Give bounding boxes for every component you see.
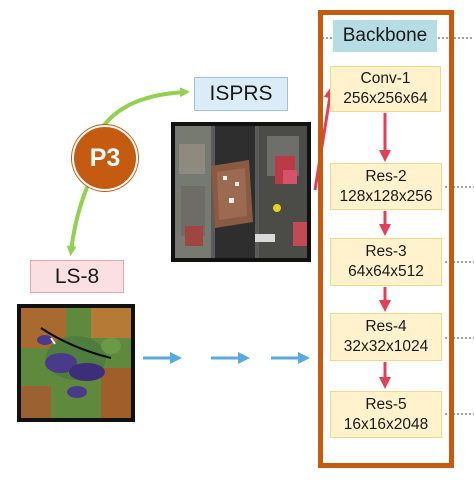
satellite-image-icon [21,308,131,418]
layer-shape: 16x16x2048 [343,415,429,433]
green-arrow-to-isprs [100,87,190,130]
aerial-photo-icon [175,126,307,258]
ls8-label-box: LS-8 [30,260,124,293]
layer-res5: Res-5 16x16x2048 [330,391,442,438]
isprs-aerial-photo [171,122,311,262]
p3-label: P3 [89,143,121,172]
layer-name: Res-4 [365,318,407,335]
layer-res3: Res-3 64x64x512 [330,238,442,286]
layer-shape: 32x32x1024 [343,338,429,355]
p3-node: P3 [72,125,138,191]
layer-res2: Res-2 128x128x256 [330,163,442,210]
layer-name: Res-5 [365,395,407,413]
green-arrow-to-ls8 [66,179,92,256]
ls8-satellite-image [17,304,135,422]
layer-name: Res-3 [365,243,407,260]
backbone-title: Backbone [342,25,428,46]
ls8-label: LS-8 [54,264,100,288]
isprs-label: ISPRS [209,82,273,105]
layer-name: Conv-1 [360,70,411,87]
layer-shape: 64x64x512 [348,263,424,280]
isprs-label-box: ISPRS [194,77,288,111]
backbone-frame [318,10,454,468]
layer-shape: 256x256x64 [343,90,428,107]
layer-shape: 128x128x256 [339,187,433,205]
red-arrow-isprs-to-conv1 [313,86,336,191]
layer-conv1: Conv-1 256x256x64 [330,66,441,112]
layer-name: Res-2 [365,167,407,185]
backbone-title-box: Backbone [333,20,437,52]
layer-res4: Res-4 32x32x1024 [330,313,442,361]
